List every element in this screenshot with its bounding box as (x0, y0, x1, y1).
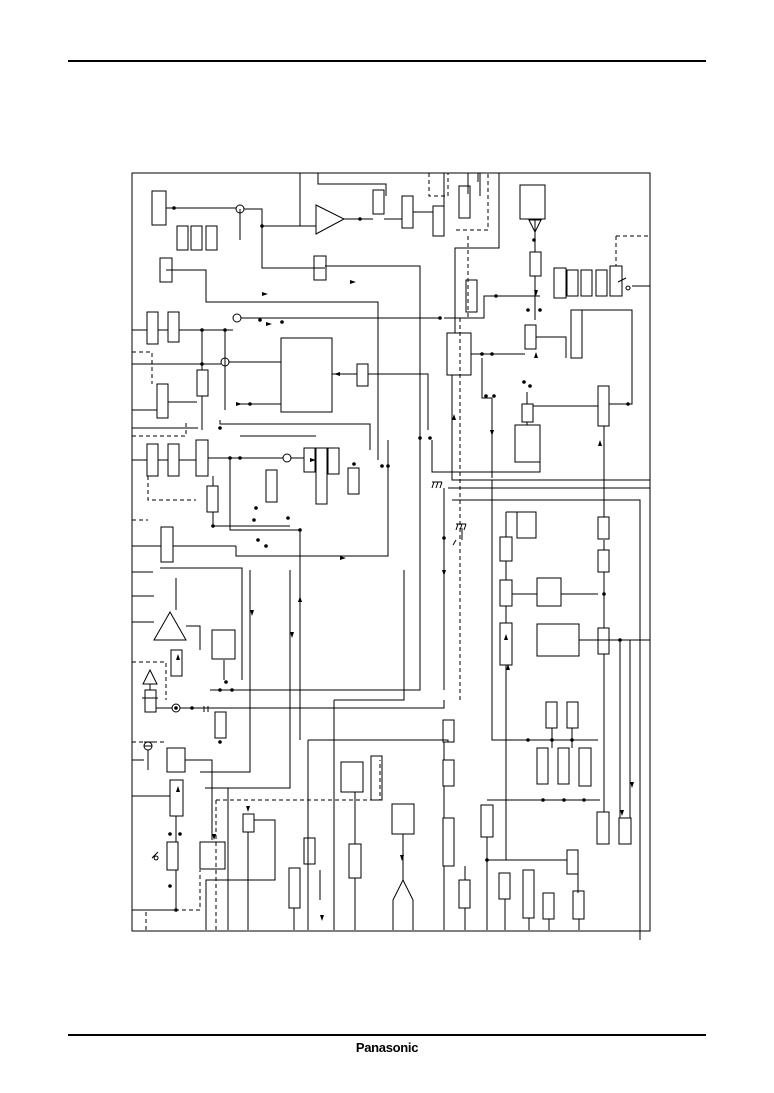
brand-logo: Panasonic (355, 1040, 419, 1055)
central-block (280, 337, 333, 413)
diagram-frame (131, 172, 651, 932)
footer-rule (68, 1034, 706, 1036)
block-l1 (151, 190, 167, 226)
header-rule (68, 60, 706, 62)
